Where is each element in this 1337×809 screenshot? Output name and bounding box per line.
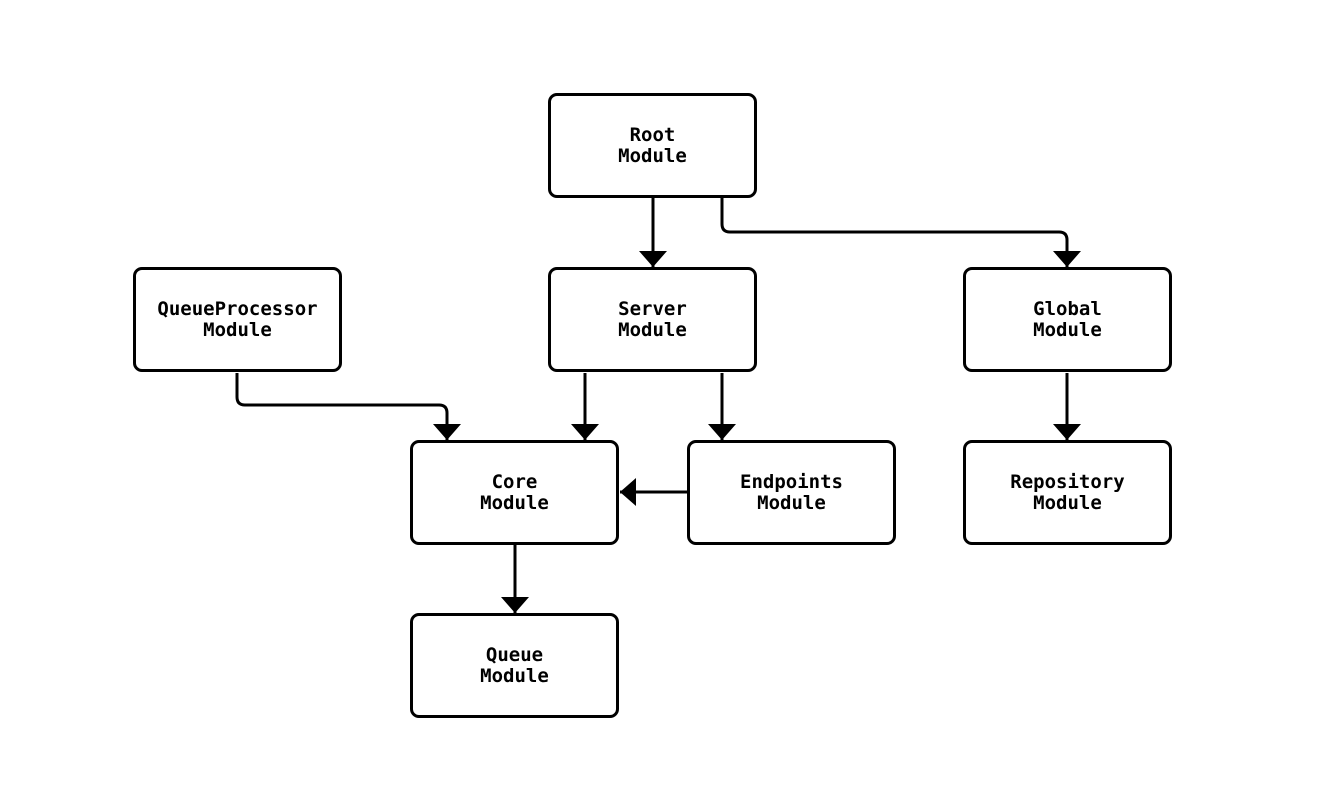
node-global-module: Global Module (963, 267, 1172, 372)
node-label-line1: QueueProcessor (157, 297, 318, 320)
node-label-line2: Module (480, 664, 549, 687)
node-label-line2: Module (480, 491, 549, 514)
node-server-module: Server Module (548, 267, 757, 372)
node-label-line2: Module (1033, 491, 1102, 514)
node-root-module: Root Module (548, 93, 757, 198)
node-label-line2: Module (757, 491, 826, 514)
node-queue-module: Queue Module (410, 613, 619, 718)
node-label-line1: Server (618, 297, 687, 320)
node-label-line1: Root (629, 123, 676, 146)
node-label-line1: Queue (485, 643, 544, 666)
edge-root-to-global (720, 198, 1081, 267)
node-core-module: Core Module (410, 440, 619, 545)
node-label-line1: Global (1033, 297, 1102, 320)
node-endpoints-module: Endpoints Module (687, 440, 896, 545)
node-label-line2: Module (618, 144, 687, 167)
node-label-line2: Module (203, 318, 272, 341)
node-label-line1: Core (491, 470, 538, 493)
node-label-line2: Module (618, 318, 687, 341)
edge-queueprocessor-to-core (235, 373, 461, 440)
node-label-line1: Endpoints (740, 470, 843, 493)
node-label-line1: Repository (1010, 470, 1125, 493)
node-label-line2: Module (1033, 318, 1102, 341)
node-queueprocessor-module: QueueProcessor Module (133, 267, 342, 372)
node-repository-module: Repository Module (963, 440, 1172, 545)
